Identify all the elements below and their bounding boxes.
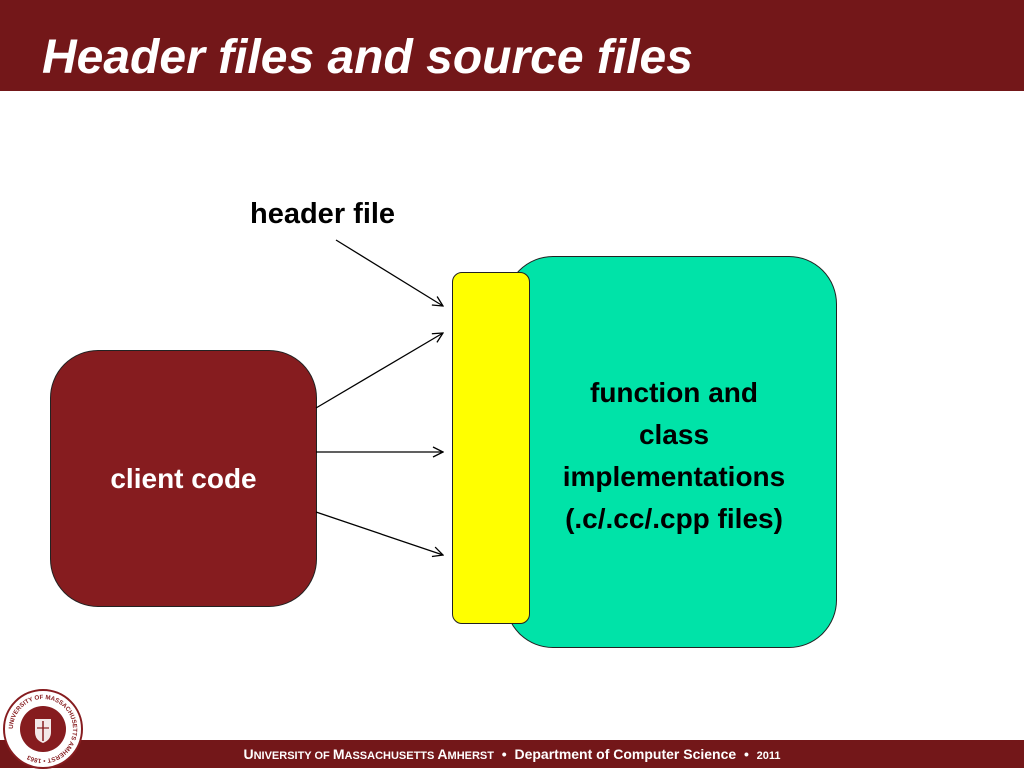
header-label-arrow [335,239,443,306]
footer-separator: • [501,746,507,762]
client-arrow-bottom [315,511,443,555]
footer-year: 2011 [756,750,781,762]
slide-title: Header files and source files [42,31,693,84]
title-bar-underline [0,91,1024,93]
implementation-line: implementations [562,461,786,492]
client-arrow-top [315,333,443,409]
footer-department: Department of Computer Science [514,746,737,762]
implementation-line: class [638,419,710,450]
footer-separator: • [743,746,749,762]
header-file-label: header file [250,198,396,230]
client-code-box: client code [50,350,317,607]
implementation-line: function and [590,377,758,408]
implementation-box [505,256,837,648]
implementation-label: function and class implementations (.c/.… [530,372,818,540]
client-code-label: client code [110,462,257,494]
title-bar [0,0,1024,91]
header-file-box [452,272,530,624]
implementation-line: (.c/.cc/.cpp files) [565,503,783,534]
footer-university: UNIVERSITY OF MASSACHUSETTS AMHERST [243,746,494,762]
footer-text: UNIVERSITY OF MASSACHUSETTS AMHERST • De… [0,740,1024,768]
footer-bar [0,740,1024,768]
university-seal-icon: UNIVERSITY OF MASSACHUSETTS AMHERST • 18… [3,689,83,769]
